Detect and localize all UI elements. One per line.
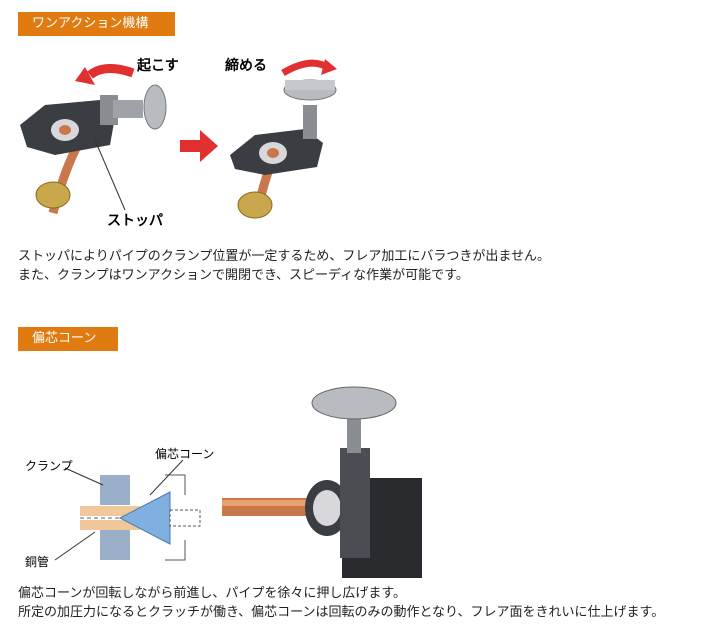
flare-tool-closed-image (230, 59, 337, 219)
callout-raise: 起こす (136, 57, 179, 74)
callout-stopper: ストッパ (107, 213, 163, 229)
eccentric-cone-diagram: クランプ 偏芯コーン 銅管 (25, 446, 214, 569)
flare-tool-open-image (20, 64, 167, 215)
eccentric-cone-photo (222, 386, 422, 578)
description-line: 偏芯コーンが回転しながら前進し、パイプを徐々に押し広げます。 (18, 586, 407, 601)
section-heading-one-action: ワンアクション機構 (18, 12, 175, 36)
section-heading-eccentric-cone: 偏芯コーン (18, 327, 118, 351)
label-pipe: 銅管 (25, 554, 49, 569)
one-action-description: ストッパによりパイプのクランプ位置が一定するため、フレア加工にバラつきが出ません… (18, 247, 550, 285)
label-clamp: クランプ (25, 459, 73, 473)
transition-arrow (180, 130, 218, 162)
description-line: 所定の加圧力になるとクラッチが働き、偏芯コーンは回転のみの動作となり、フレア面を… (18, 605, 665, 620)
callout-tighten: 締める (225, 57, 267, 74)
label-cone: 偏芯コーン (155, 446, 214, 461)
description-line: ストッパによりパイプのクランプ位置が一定するため、フレア加工にバラつきが出ません… (18, 249, 550, 264)
tighten-arrow (281, 59, 329, 77)
one-action-illustration: 起こす ストッパ 締める (20, 57, 337, 229)
description-line: また、クランプはワンアクションで開閉でき、スピーディな作業が可能です。 (18, 268, 469, 283)
raise-arrow (87, 64, 135, 79)
eccentric-cone-description: 偏芯コーンが回転しながら前進し、パイプを徐々に押し広げます。 所定の加圧力になる… (18, 584, 664, 622)
